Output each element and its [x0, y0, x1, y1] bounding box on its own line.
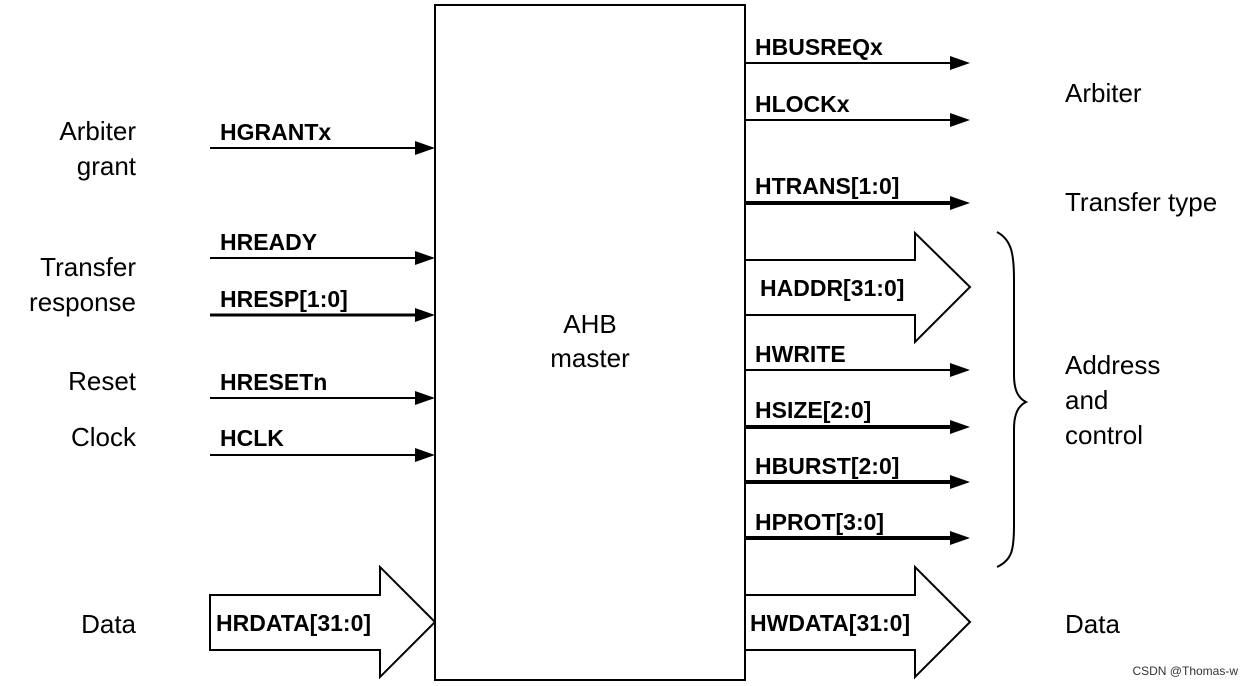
watermark: CSDN @Thomas-w	[1132, 664, 1238, 678]
signal-htrans: HTRANS[1:0]	[755, 173, 899, 199]
group-label-arbiter-grant-1: Arbiter	[59, 116, 136, 146]
arrowhead-hready	[415, 251, 435, 265]
arrowhead-hwrite	[950, 363, 970, 377]
arrowhead-hburst	[950, 475, 970, 489]
signal-hresetn: HRESETn	[220, 369, 327, 395]
block-arrow-hrdata	[209, 564, 437, 680]
group-label-reset: Reset	[68, 366, 137, 396]
arrowhead-hsize	[950, 420, 970, 434]
group-label-transfer-response-1: Transfer	[40, 252, 136, 282]
signal-hclk: HCLK	[220, 425, 284, 451]
group-label-arbiter-grant-2: grant	[77, 151, 137, 181]
signal-hprot: HPROT[3:0]	[755, 509, 884, 535]
arrowhead-hresetn	[415, 391, 435, 405]
signal-hgrantx: HGRANTx	[220, 119, 331, 145]
arrowhead-hprot	[950, 531, 970, 545]
signal-haddr: HADDR[31:0]	[760, 275, 904, 301]
ahb-master-block	[434, 4, 746, 681]
arrowhead-hclk	[415, 448, 435, 462]
signal-hbusreqx: HBUSREQx	[755, 34, 883, 60]
master-label-line1: AHB	[563, 309, 616, 339]
signal-hburst: HBURST[2:0]	[755, 453, 899, 479]
arrowhead-hgrantx	[415, 141, 435, 155]
signal-hwdata: HWDATA[31:0]	[750, 610, 910, 636]
signal-hwrite: HWRITE	[755, 341, 846, 367]
arrowhead-hlockx	[950, 113, 970, 127]
signal-hready: HREADY	[220, 229, 317, 255]
signal-hresp: HRESP[1:0]	[220, 286, 348, 312]
group-label-data-in: Data	[81, 609, 136, 639]
group-label-transfer-response-2: response	[29, 287, 136, 317]
arrowhead-hbusreqx	[950, 56, 970, 70]
signal-hlockx: HLOCKx	[755, 91, 850, 117]
arrowhead-htrans	[950, 196, 970, 210]
group-label-transfer-type: Transfer type	[1065, 187, 1217, 217]
group-label-arbiter-out: Arbiter	[1065, 78, 1142, 108]
group-label-address-control-1: Address	[1065, 350, 1160, 380]
arrowhead-hresp	[415, 308, 435, 322]
block-arrow-hwdata	[744, 564, 972, 680]
signal-hsize: HSIZE[2:0]	[755, 397, 871, 423]
address-control-brace	[996, 231, 1029, 568]
block-arrow-haddr	[744, 230, 972, 345]
group-label-data-out: Data	[1065, 609, 1120, 639]
group-label-clock: Clock	[71, 422, 137, 452]
group-label-address-control-2: and	[1065, 385, 1108, 415]
group-label-address-control-3: control	[1065, 420, 1143, 450]
signal-hrdata: HRDATA[31:0]	[216, 610, 371, 636]
master-label-line2: master	[550, 343, 630, 373]
